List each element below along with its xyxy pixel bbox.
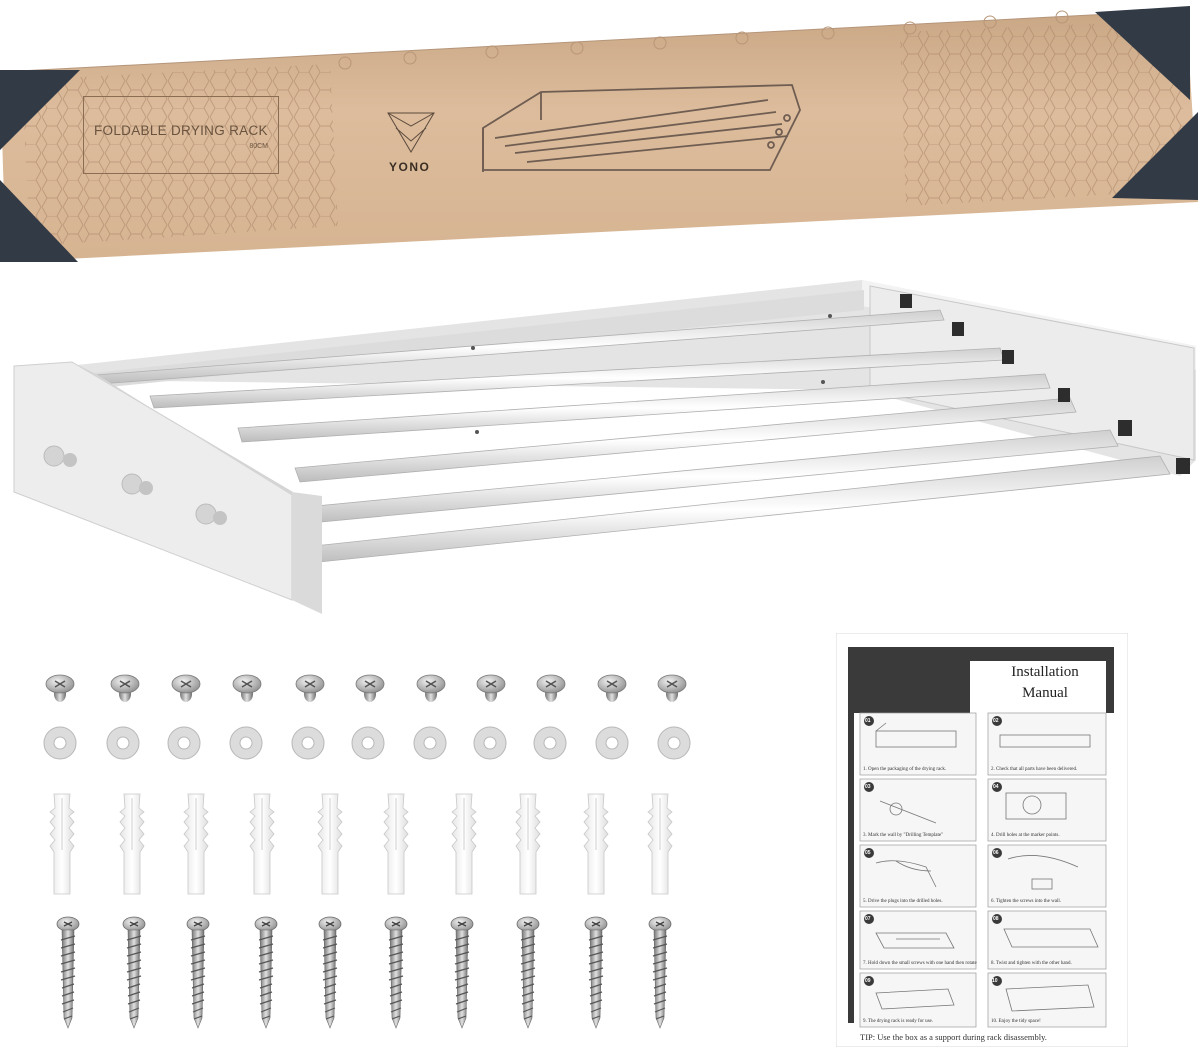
step-caption: 7. Hold down the small screws with one h… bbox=[863, 961, 977, 966]
product-box: FOLDABLE DRYING RACK 80CM YONO bbox=[0, 0, 1200, 270]
washer bbox=[106, 726, 140, 760]
wood-screw bbox=[450, 916, 474, 1029]
step-number: 02 bbox=[993, 718, 999, 724]
small-screw bbox=[110, 674, 140, 703]
wall-plugs-row bbox=[49, 793, 673, 895]
hardware-parts bbox=[43, 674, 691, 1029]
small-screw bbox=[476, 674, 506, 703]
wall-plug bbox=[383, 793, 409, 895]
washer bbox=[533, 726, 567, 760]
washer bbox=[291, 726, 325, 760]
wood-screw bbox=[516, 916, 540, 1029]
small-screw bbox=[295, 674, 325, 703]
washers-row bbox=[43, 726, 691, 760]
step-caption: 2. Check that all parts have been delive… bbox=[991, 767, 1078, 772]
step-number: 04 bbox=[993, 784, 999, 790]
manual-tip: TIP: Use the box as a support during rac… bbox=[860, 1032, 1047, 1042]
manual-page bbox=[835, 632, 1129, 1048]
step-number: 03 bbox=[865, 784, 871, 790]
step-caption: 6. Tighten the screws into the wall. bbox=[991, 899, 1061, 904]
box-product-title: FOLDABLE DRYING RACK bbox=[94, 123, 268, 138]
rack-bars bbox=[95, 309, 1171, 565]
wall-plug bbox=[183, 793, 209, 895]
small-screw bbox=[416, 674, 446, 703]
box-illustration bbox=[0, 6, 1198, 262]
wood-screw bbox=[56, 916, 80, 1029]
small-screw bbox=[536, 674, 566, 703]
washer bbox=[167, 726, 201, 760]
box-size-label: 80CM bbox=[249, 143, 268, 150]
small-screw bbox=[232, 674, 262, 703]
wood-screw bbox=[318, 916, 342, 1029]
installation-manual: Installation Manual 1. Open the packagin… bbox=[835, 632, 1129, 1048]
wall-plug bbox=[515, 793, 541, 895]
rack-knobs bbox=[43, 445, 227, 525]
small-screw bbox=[171, 674, 201, 703]
wall-plug bbox=[119, 793, 145, 895]
wall-plug bbox=[317, 793, 343, 895]
wall-plug bbox=[49, 793, 75, 895]
step-caption: 9. The drying rack is ready for use. bbox=[863, 1019, 934, 1024]
wood-screw bbox=[122, 916, 146, 1029]
step-number: 01 bbox=[865, 718, 871, 724]
small-screw bbox=[657, 674, 687, 703]
wood-screw bbox=[384, 916, 408, 1029]
washer bbox=[657, 726, 691, 760]
wall-plug bbox=[647, 793, 673, 895]
manual-title-line1: Installation bbox=[1011, 664, 1079, 680]
step-number: 05 bbox=[865, 850, 871, 856]
small-screw bbox=[355, 674, 385, 703]
step-number: 10 bbox=[992, 978, 998, 984]
washer bbox=[595, 726, 629, 760]
washer bbox=[229, 726, 263, 760]
washer bbox=[473, 726, 507, 760]
step-caption: 3. Mark the wall by "Drilling Template" bbox=[863, 833, 944, 838]
box-label-panel: FOLDABLE DRYING RACK 80CM bbox=[83, 96, 279, 174]
step-caption: 5. Drive the plugs into the drilled hole… bbox=[863, 899, 943, 904]
step-number: 06 bbox=[993, 850, 999, 856]
manual-title-line2: Manual bbox=[1022, 685, 1068, 701]
small-screw bbox=[45, 674, 75, 703]
step-caption: 4. Drill holes at the marker points. bbox=[991, 833, 1060, 838]
wood-screw bbox=[254, 916, 278, 1029]
step-caption: 8. Twist and tighten with the other hand… bbox=[991, 961, 1072, 966]
step-number: 08 bbox=[993, 916, 999, 922]
washer bbox=[43, 726, 77, 760]
small-screw bbox=[597, 674, 627, 703]
step-caption: 1. Open the packaging of the drying rack… bbox=[863, 767, 947, 772]
wood-screws-row bbox=[56, 916, 672, 1029]
wood-screw bbox=[648, 916, 672, 1029]
brand-name: YONO bbox=[389, 160, 431, 174]
wood-screw bbox=[186, 916, 210, 1029]
washer bbox=[351, 726, 385, 760]
drying-rack-image bbox=[13, 280, 1196, 614]
step-number: 07 bbox=[865, 916, 871, 922]
wood-screw bbox=[584, 916, 608, 1029]
step-caption: 10. Enjoy the tidy space! bbox=[991, 1019, 1041, 1024]
wall-plug bbox=[583, 793, 609, 895]
washer bbox=[413, 726, 447, 760]
wall-plug bbox=[249, 793, 275, 895]
step-number: 09 bbox=[865, 978, 871, 984]
small-screws-row bbox=[45, 674, 687, 703]
wall-plug bbox=[451, 793, 477, 895]
